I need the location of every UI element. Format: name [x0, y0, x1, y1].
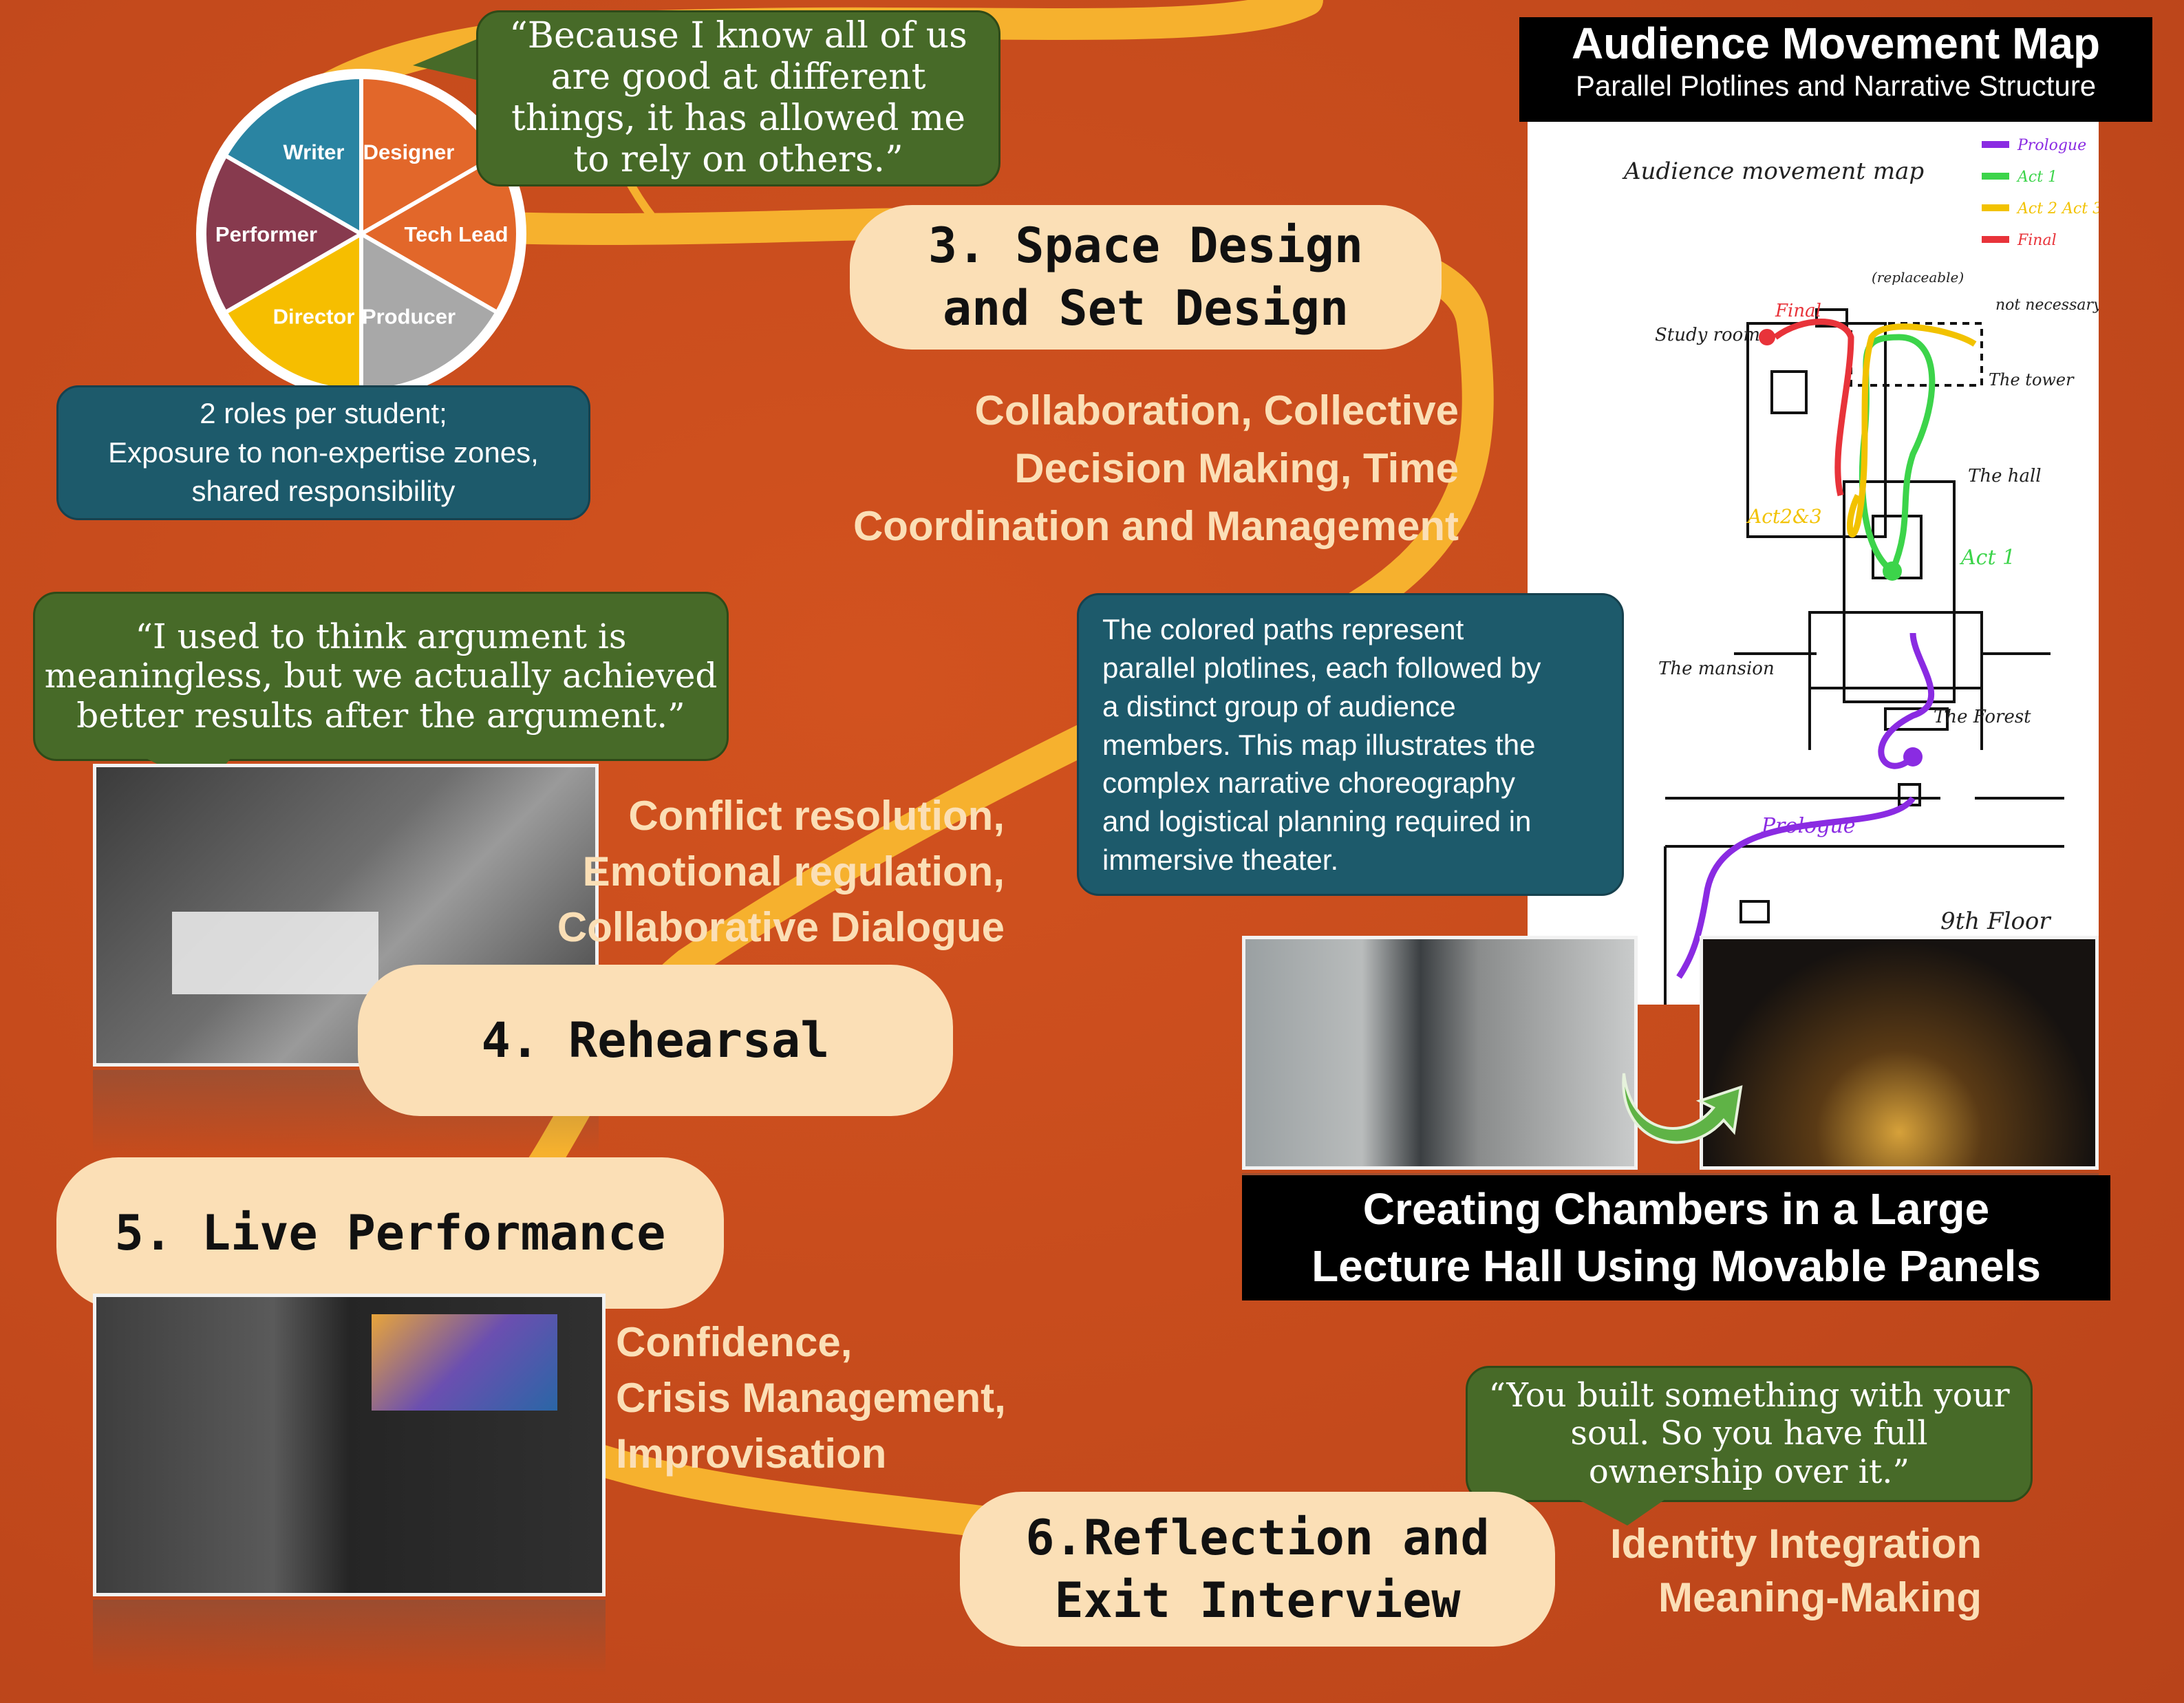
act-1-marker — [1883, 561, 1902, 581]
wheel-label-writer: Writer — [283, 140, 344, 164]
step-6-reflection: 6.Reflection and Exit Interview — [960, 1492, 1555, 1647]
arrow-icon — [1622, 1073, 1743, 1144]
label-the-hall: The hall — [1968, 466, 2042, 486]
table-shape — [172, 912, 378, 994]
prologue-marker — [1903, 747, 1923, 767]
final-marker — [1759, 329, 1775, 345]
legend-label: Act 1 — [2016, 169, 2057, 186]
map-heading: Audience movement map — [1622, 158, 1924, 185]
roles-caption: 2 roles per student; Exposure to non-exp… — [56, 385, 590, 520]
chamber-photo — [1700, 936, 2099, 1170]
wheel-label-director: Director — [273, 305, 355, 329]
label-study-room: Study room — [1655, 325, 1760, 345]
quote-argument: “I used to think argument is meaningless… — [33, 592, 729, 761]
label-the-mansion: The mansion — [1658, 658, 1775, 679]
wheel-segment-writer — [222, 74, 363, 238]
path-prologue — [1878, 632, 1935, 769]
wheel-segments — [202, 74, 520, 394]
legend-label: Final — [2017, 232, 2057, 249]
quote-reliance: “Because I know all of us are good at di… — [476, 10, 1000, 186]
map-note: The colored paths represent parallel plo… — [1077, 593, 1624, 896]
chambers-caption: Creating Chambers in a Large Lecture Hal… — [1242, 1175, 2110, 1300]
label-prologue: Prologue — [1761, 814, 1856, 838]
rehearsal-photo — [93, 764, 599, 1067]
performance-reflection — [93, 1600, 606, 1675]
label-floor: 9th Floor — [1940, 908, 2051, 935]
quote-ownership: “You built something with your soul. So … — [1466, 1366, 2033, 1502]
path-final — [1773, 319, 1854, 497]
label-act-1: Act 1 — [1959, 546, 2015, 570]
quote-1-pointer — [413, 34, 489, 83]
quote-3-pointer — [1569, 1495, 1672, 1525]
performance-photo — [93, 1294, 606, 1596]
skills-step-4: Conflict resolution, Emotional regulatio… — [557, 793, 1005, 950]
label-replaceable: (replaceable) — [1872, 269, 1964, 286]
legend-label: Prologue — [2017, 137, 2086, 154]
step-5-live-performance: 5. Live Performance — [56, 1157, 724, 1309]
path-act-2-3 — [1846, 323, 1977, 537]
label-final: Final — [1775, 301, 1821, 321]
wheel-label-tech-lead: Tech Lead — [404, 222, 508, 246]
step-3-space-design: 3. Space Design and Set Design — [850, 205, 1442, 350]
step-4-rehearsal: 4. Rehearsal — [358, 965, 953, 1116]
label-act-2-3: Act2&3 — [1746, 505, 1822, 528]
label-not-necessary: not necessary — [1995, 297, 2099, 314]
map-title-bar: Audience Movement Map Parallel Plotlines… — [1519, 17, 2152, 122]
wheel-label-producer: Producer — [362, 305, 456, 329]
label-the-forest: The Forest — [1934, 707, 2031, 727]
map-subtitle: Parallel Plotlines and Narrative Structu… — [1575, 69, 2097, 102]
map-labels: Study room Final (replaceable) not neces… — [1655, 269, 2102, 935]
wheel-segment-performer — [202, 152, 366, 316]
projection-screen — [372, 1314, 557, 1411]
skills-step-3: Collaboration, Collective Decision Makin… — [853, 387, 1459, 549]
floor-plan — [1664, 308, 2064, 1005]
label-the-tower: The tower — [1989, 370, 2075, 389]
path-prologue-2 — [1676, 796, 1916, 979]
wheel-label-performer: Performer — [215, 222, 317, 246]
wheel-label-designer: Designer — [363, 140, 455, 164]
lecture-hall-photo — [1242, 936, 1638, 1170]
map-title: Audience Movement Map — [1571, 19, 2101, 68]
skills-step-5: Confidence, Crisis Management, Improvisa… — [616, 1319, 1006, 1477]
legend-label: Act 2 Act 3 — [2016, 200, 2099, 217]
skills-step-6: Identity Integration Meaning-Making — [1610, 1521, 1982, 1620]
